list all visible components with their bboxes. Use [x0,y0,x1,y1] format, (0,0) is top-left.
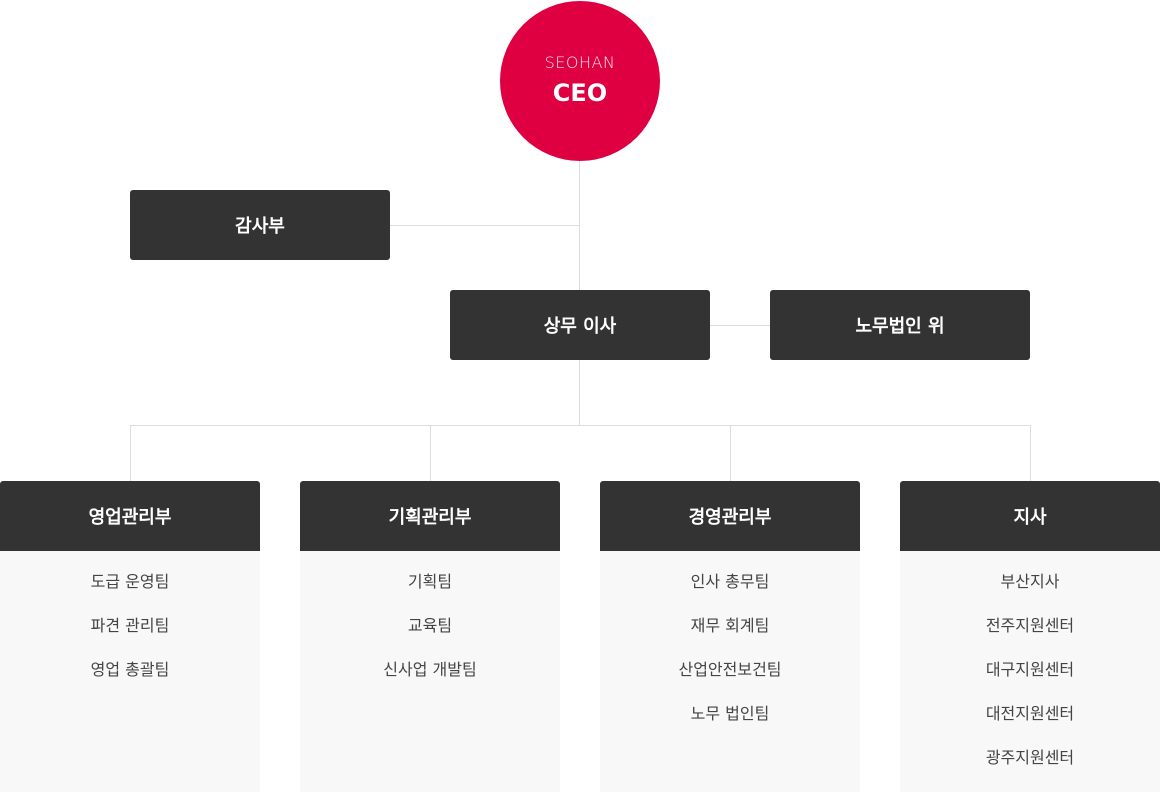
managing-director-label: 상무 이사 [543,316,617,337]
connector-audit [389,225,580,226]
connector-dept-4 [1030,425,1031,482]
team-item: 인사 총무팀 [690,572,770,591]
ceo-title: CEO [552,79,608,107]
team-item: 전주지원센터 [985,616,1075,635]
ceo-brand: SEOHAN [544,53,616,72]
connector-director-to-depts [579,360,580,426]
team-list: 인사 총무팀 재무 회계팀 산업안전보건팀 노무 법인팀 [600,551,860,792]
department-header: 영업관리부 [0,481,260,551]
connector-dept-bus [130,425,1031,426]
audit-label: 감사부 [235,216,285,237]
connector-labor-law-firm [709,325,771,326]
labor-law-firm-label: 노무법인 위 [855,316,945,337]
department-header: 지사 [900,481,1160,551]
managing-director-node: 상무 이사 [450,290,710,360]
ceo-node: SEOHAN CEO [500,1,660,161]
team-item: 산업안전보건팀 [678,660,782,679]
department-column: 영업관리부 도급 운영팀 파견 관리팀 영업 총괄팀 [0,481,260,792]
team-item: 신사업 개발팀 [383,660,477,679]
department-column: 지사 부산지사 전주지원센터 대구지원센터 대전지원센터 광주지원센터 [900,481,1160,792]
team-item: 파견 관리팀 [90,616,170,635]
connector-dept-3 [730,425,731,482]
team-item: 노무 법인팀 [690,704,770,723]
team-list: 기획팀 교육팀 신사업 개발팀 [300,551,560,792]
department-name: 영업관리부 [88,507,172,528]
team-item: 대전지원센터 [985,704,1075,723]
team-item: 기획팀 [407,572,453,591]
team-item: 교육팀 [407,616,453,635]
audit-node: 감사부 [130,190,390,260]
department-header: 경영관리부 [600,481,860,551]
department-name: 기획관리부 [388,507,472,528]
connector-dept-1 [130,425,131,482]
team-item: 도급 운영팀 [90,572,170,591]
department-column: 경영관리부 인사 총무팀 재무 회계팀 산업안전보건팀 노무 법인팀 [600,481,860,792]
connector-dept-2 [430,425,431,482]
team-item: 재무 회계팀 [690,616,770,635]
department-column: 기획관리부 기획팀 교육팀 신사업 개발팀 [300,481,560,792]
department-name: 지사 [1013,507,1047,528]
team-list: 도급 운영팀 파견 관리팀 영업 총괄팀 [0,551,260,792]
department-name: 경영관리부 [688,507,772,528]
team-item: 부산지사 [1000,572,1060,591]
labor-law-firm-node: 노무법인 위 [770,290,1030,360]
team-item: 광주지원센터 [985,748,1075,767]
team-list: 부산지사 전주지원센터 대구지원센터 대전지원센터 광주지원센터 [900,551,1160,792]
department-header: 기획관리부 [300,481,560,551]
team-item: 대구지원센터 [985,660,1075,679]
team-item: 영업 총괄팀 [90,660,170,679]
